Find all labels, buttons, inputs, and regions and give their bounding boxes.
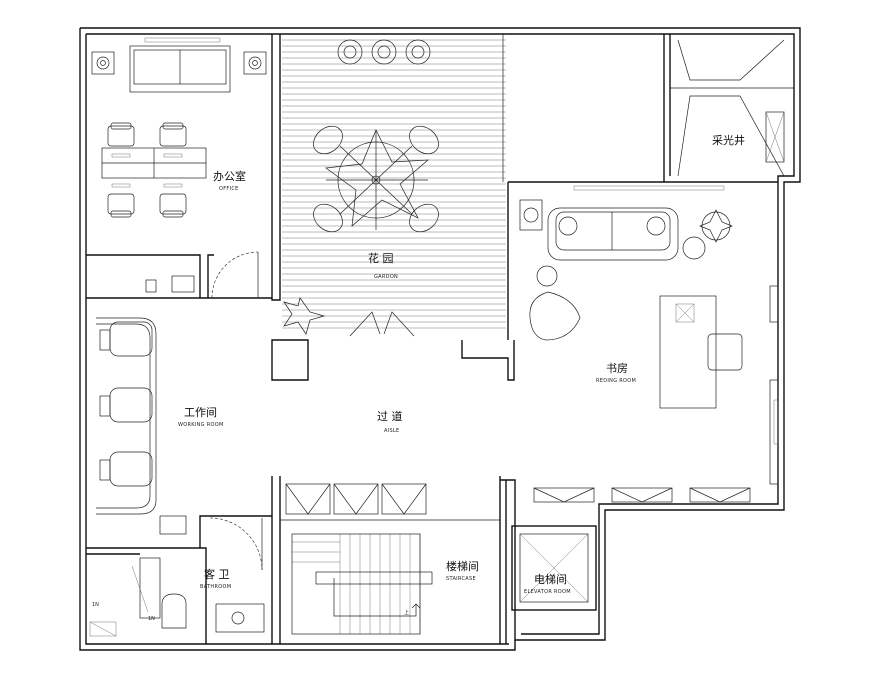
aisle-label-en: AISLE: [384, 428, 400, 434]
stair-handrail: [315, 571, 433, 585]
garden-table-set: [313, 125, 439, 233]
office-chairs: [107, 122, 187, 218]
study-room: 书房 REDING ROOM: [519, 199, 779, 503]
toilet: [161, 593, 187, 629]
side-table-left: [91, 51, 115, 75]
staircase-label-en: STAIRCASE: [446, 576, 476, 582]
working-chairs: [99, 321, 153, 487]
office-room: 办公室 OFFICE: [86, 37, 267, 298]
study-windows: [533, 487, 751, 503]
staircase-label: 楼梯间: [446, 559, 479, 573]
garden-door: [349, 311, 415, 337]
bathroom-label: 客 卫: [204, 567, 230, 581]
side-table-right: [243, 51, 267, 75]
outer-walls: [79, 27, 801, 651]
office-sofa: [129, 45, 231, 93]
working-desk: [96, 317, 157, 515]
garden-plants: [283, 39, 431, 335]
working-room: 工作间 WORKING ROOM: [86, 251, 272, 571]
study-sofa: [547, 207, 679, 261]
working-label-en: WORKING ROOM: [178, 422, 224, 428]
elevator-label-en: ELEVATOR ROOM: [524, 589, 571, 595]
stair-windows: [285, 483, 427, 515]
study-label: 书房: [606, 362, 628, 375]
skylight-room: 采光井: [573, 34, 794, 191]
switch-mark-a: 1N: [92, 602, 99, 608]
aisle-label: 过 道: [377, 409, 403, 423]
aisle-area: 过 道 AISLE: [377, 409, 403, 434]
stair-up-mark: 上: [404, 609, 409, 616]
garden-room: 花 园 GARDON: [271, 34, 778, 381]
staircase-room: 上 楼梯间 STAIRCASE: [271, 476, 507, 644]
elevator-label: 电梯间: [534, 573, 567, 586]
garden-label-en: GARDON: [374, 274, 398, 280]
skylight-label: 采光井: [712, 133, 745, 147]
vanity: [215, 603, 265, 633]
lounge-chair: [529, 291, 581, 341]
elevator-room: 电梯间 ELEVATOR ROOM: [511, 525, 597, 611]
switch-mark-b: 1N: [148, 616, 155, 622]
garden-deck: [282, 39, 506, 329]
working-label: 工作间: [184, 406, 217, 419]
study-label-en: REDING ROOM: [596, 378, 636, 384]
office-label-en: OFFICE: [219, 186, 239, 192]
bathroom-label-en: BATHROOM: [200, 584, 231, 590]
bathroom-room: 1N 1N 客 卫 BATHROOM: [86, 515, 272, 644]
study-desk: [659, 295, 717, 409]
office-label: 办公室: [213, 169, 246, 183]
garden-label: 花 园: [368, 252, 394, 265]
